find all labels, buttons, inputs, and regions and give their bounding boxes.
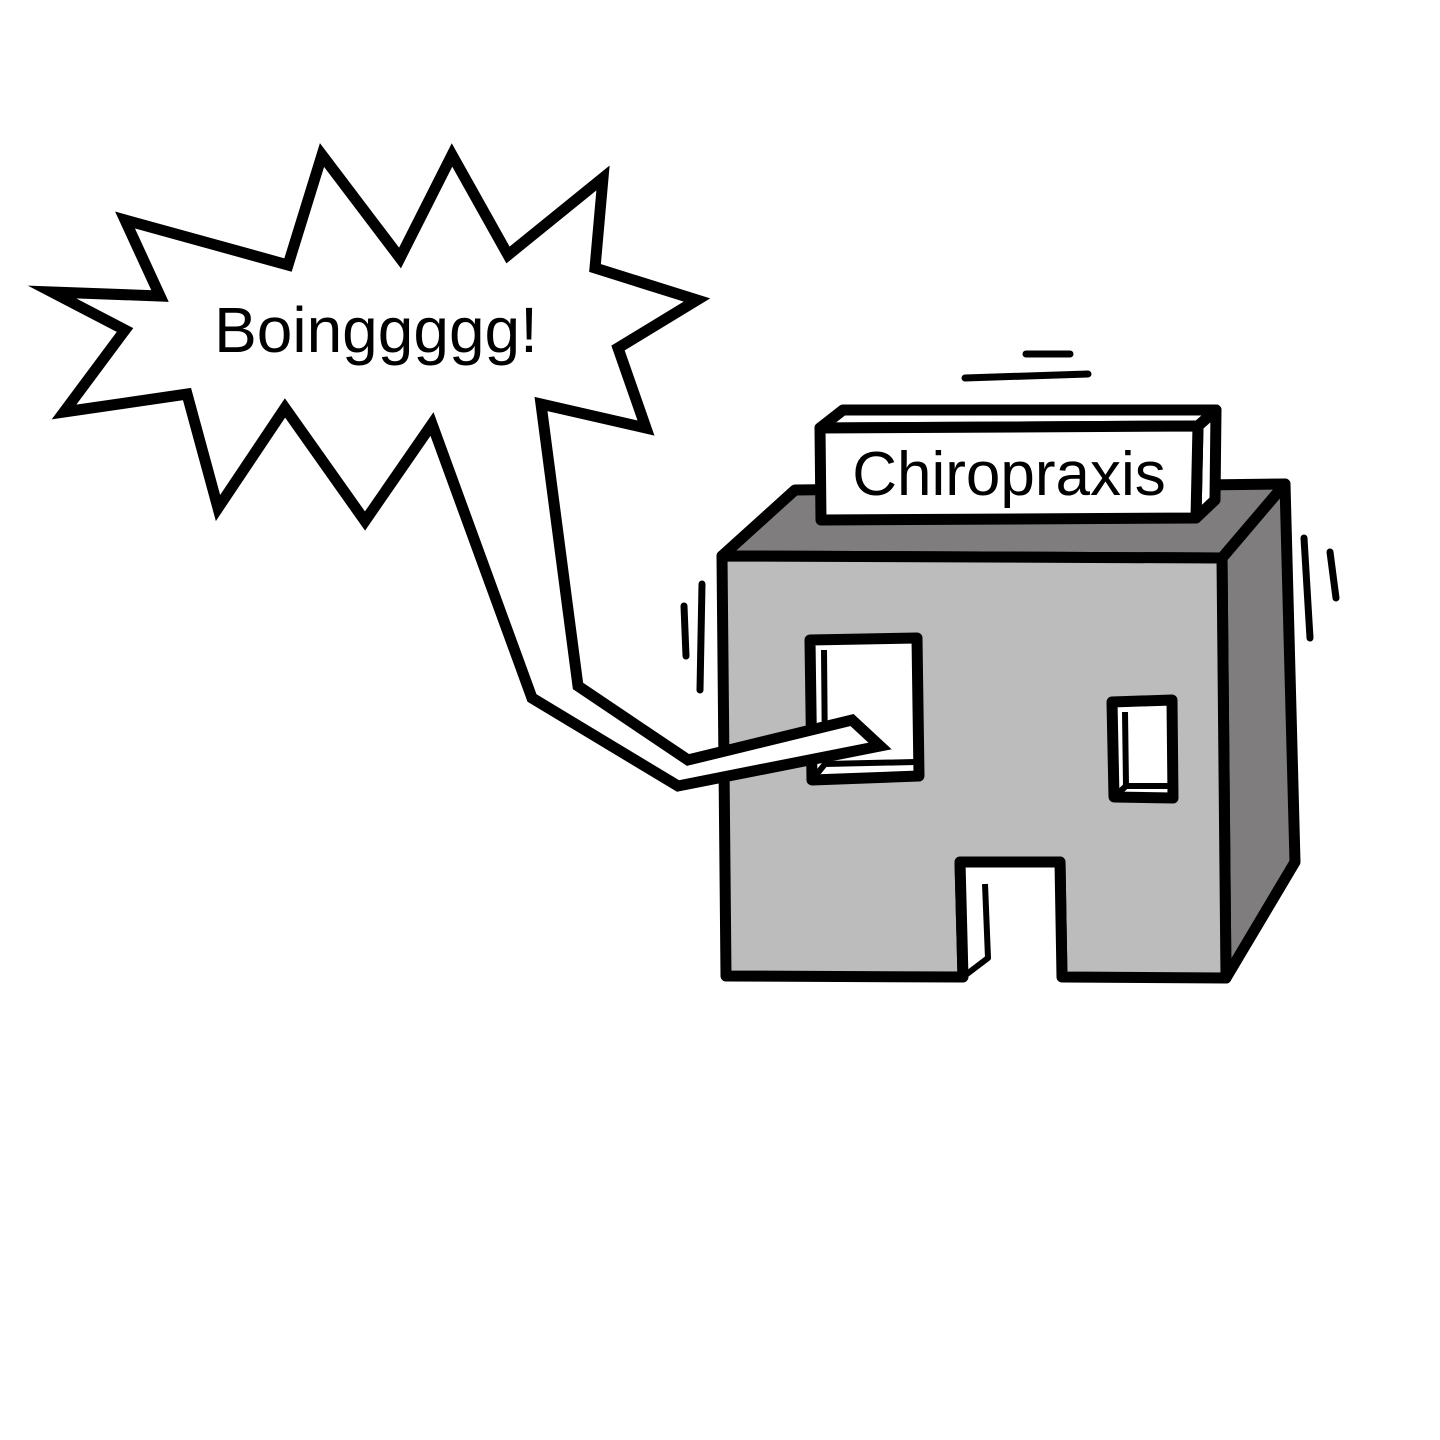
chiropraxis-sign [814,404,1222,526]
speech-bubble-text: Boinggggg! [214,294,538,366]
door [960,862,1062,977]
building-side [1216,478,1301,984]
speech-bubble-shape [27,143,892,792]
speech-bubble: Boinggggg! [27,143,892,792]
motion-lines [680,350,1340,694]
building [716,478,1301,984]
sign-label: Chiropraxis [852,440,1166,509]
